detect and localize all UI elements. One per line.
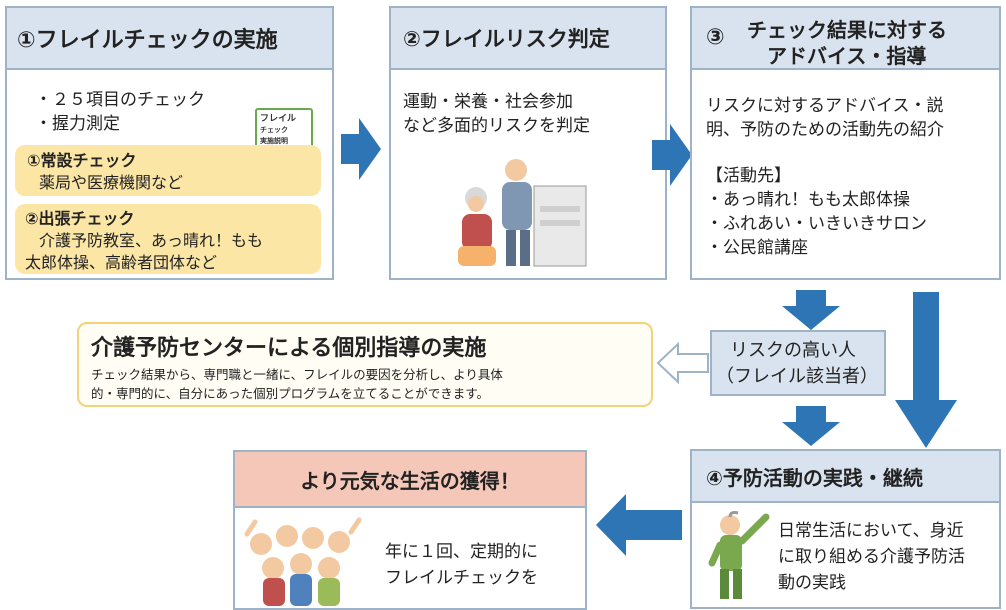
step4-header: ④予防活動の実践・継続: [692, 451, 999, 503]
elderly-people-icon: [458, 159, 587, 267]
regular-check-text: 薬局や医療機関など: [39, 173, 184, 192]
step2-box: ②フレイルリスク判定 運動・栄養・社会参加 など多面的リスクを判定: [389, 6, 667, 280]
step3-line-1: リスクに対するアドバイス・説: [706, 96, 944, 116]
step2-title: ②フレイルリスク判定: [403, 27, 610, 51]
step4-title: ④予防活動の実践・継続: [706, 465, 923, 490]
step1-title: ①フレイルチェックの実施: [17, 28, 278, 53]
step2-line-1: 運動・栄養・社会参加: [403, 92, 573, 112]
flow-arrow-icon: [341, 118, 381, 180]
pamphlet-line: チェック: [260, 126, 288, 134]
step1-bullet-2: ・握力測定: [35, 114, 120, 134]
step4-line-3: 動の実践: [778, 573, 846, 593]
group-people-icon: [244, 517, 362, 606]
step1-bullet-1: ・２５項目のチェック: [35, 90, 205, 110]
result-line-2: フレイルチェックを: [385, 568, 538, 588]
step3-line-2: 明、予防のための活動先の紹介: [706, 120, 944, 140]
flow-arrow-icon: [782, 290, 840, 330]
step3-activity-header: 【活動先】: [706, 166, 791, 186]
result-title: より元気な生活の獲得！: [300, 468, 520, 493]
high-risk-box: リスクの高い人 （フレイル該当者）: [710, 330, 886, 396]
step3-activity-3: ・公民館講座: [706, 238, 808, 258]
step3-num: ③: [706, 25, 725, 50]
step3-box: ③ チェック結果に対する アドバイス・指導 リスクに対するアドバイス・説 明、予…: [690, 6, 1001, 280]
center-guidance-box: 介護予防センターによる個別指導の実施 チェック結果から、専門職と一緒に、フレイル…: [77, 322, 653, 407]
result-line-1: 年に１回、定期的に: [385, 542, 538, 562]
flow-arrow-icon: [895, 292, 957, 448]
result-box: より元気な生活の獲得！ 年に１回、定期的に フレイルチェックを: [233, 450, 587, 610]
regular-check-box: ①常設チェック 薬局や医療機関など: [15, 145, 321, 196]
mobile-check-label: ②出張チェック: [25, 209, 135, 228]
flow-arrow-icon: [782, 406, 840, 446]
step3-title-line-1: チェック結果に対する: [747, 18, 947, 42]
mobile-check-box: ②出張チェック 介護予防教室、あっ晴れ！もも 太郎体操、高齢者団体など: [15, 204, 321, 274]
step2-line-2: など多面的リスクを判定: [403, 116, 590, 136]
step1-header: ①フレイルチェックの実施: [7, 8, 332, 70]
pamphlet-line: 実施説明: [260, 137, 288, 145]
mobile-check-line-1: 介護予防教室、あっ晴れ！もも: [39, 231, 264, 250]
mobile-check-line-2: 太郎体操、高齢者団体など: [25, 253, 218, 272]
step3-activity-1: ・あっ晴れ！もも太郎体操: [706, 190, 910, 210]
high-risk-line-2: （フレイル該当者）: [716, 366, 878, 387]
flow-arrow-icon: [656, 342, 709, 384]
center-line-2: 的・専門的に、自分にあった個別プログラムを立てることができます。: [91, 386, 490, 401]
step1-box: ①フレイルチェックの実施 ・２５項目のチェック ・握力測定 フレイル チェック …: [5, 6, 334, 280]
flow-arrow-icon: [652, 124, 692, 186]
step2-header: ②フレイルリスク判定: [391, 8, 665, 70]
high-risk-line-1: リスクの高い人: [730, 340, 856, 361]
step3-title-line-2: アドバイス・指導: [767, 44, 927, 68]
step3-header: ③ チェック結果に対する アドバイス・指導: [692, 8, 999, 70]
pamphlet-line: フレイル: [260, 114, 297, 124]
center-title: 介護予防センターによる個別指導の実施: [91, 336, 487, 361]
flow-arrow-icon: [596, 494, 682, 556]
center-line-1: チェック結果から、専門職と一緒に、フレイルの要因を分析し、より具体: [91, 367, 503, 382]
regular-check-label: ①常設チェック: [27, 151, 137, 170]
exercise-person-icon: [708, 511, 770, 599]
step3-activity-2: ・ふれあい・いきいきサロン: [706, 214, 927, 234]
result-header: より元気な生活の獲得！: [235, 452, 585, 508]
step4-line-1: 日常生活において、身近: [778, 521, 964, 541]
step4-box: ④予防活動の実践・継続 日常生活において、身近 に取り組める介護予防活 動の実践: [690, 449, 1001, 609]
step4-line-2: に取り組める介護予防活: [778, 547, 965, 567]
